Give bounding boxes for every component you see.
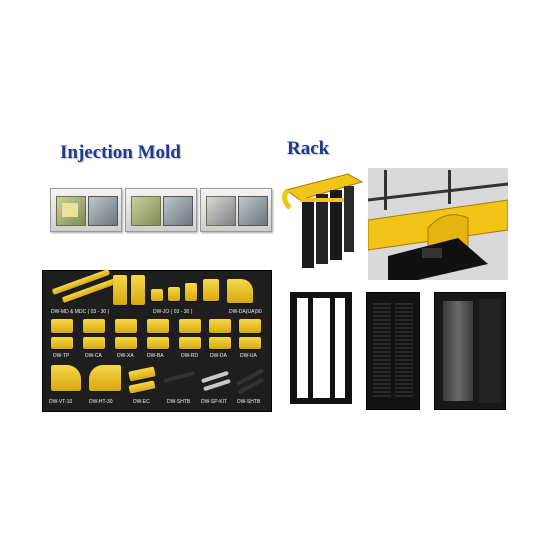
riser-part [179,319,201,333]
fiber-duct-parts-photo: DW-MD & MDC ( 03 - 30 ) DW-JO ( 03 - 30 … [42,268,272,412]
part-label: DW-TP [53,353,70,359]
overhead-duct-photo [368,168,508,280]
mold-photo-3 [200,188,272,232]
open-frame-rack-photo [290,292,352,404]
duct-channel-part [131,275,145,305]
joiner-part [185,283,197,301]
part-label: DW-SHTB [167,399,191,405]
mold-photo-1 [50,188,122,232]
joiner-part [151,289,163,301]
part-label: DW-CA [85,353,102,359]
joiner-part [203,279,219,301]
part-label: DW-SHTB [237,399,261,405]
horizontal-tee-part [89,365,121,391]
bracket-part [163,370,195,384]
end-cap-part [128,380,156,394]
cross-part [83,319,105,333]
riser-part [209,337,231,349]
riser-part [239,337,261,349]
part-label: DW-XA [117,353,134,359]
part-label: DW-DA [210,353,227,359]
riser-part [239,319,261,333]
bend-part [147,337,169,349]
part-label: DW-UA [240,353,257,359]
part-label: DW-HT-30 [89,399,113,405]
rack-heading: Rack [287,138,330,159]
part-label: DW-RD [181,353,199,359]
cross-part [83,337,105,349]
joiner-part [168,287,180,301]
vertical-tee-part [51,365,81,391]
tee-part [51,337,73,349]
part-label: DW-MD & MDC ( 03 - 30 ) [51,309,110,315]
part-label: DW-DA(UA)90 [229,309,262,315]
injection-mold-heading: Injection Mold [60,142,181,163]
mold-photo-2 [125,188,197,232]
cross-part [115,319,137,333]
bend-part [147,319,169,333]
glass-door-cabinet-photo [434,292,506,410]
part-label: DW-EC [133,399,150,405]
riser-part [179,337,201,349]
elbow-part [227,279,253,303]
part-label: DW-VT-10 [49,399,73,405]
riser-part [209,319,231,333]
part-label: DW-BA [147,353,164,359]
rack-cable-manager-photo [282,173,364,268]
part-label: DW-JO ( 03 - 30 ) [153,309,193,315]
part-label: DW-SP-KIT [201,399,228,405]
tee-part [51,319,73,333]
duct-channel-part [113,275,127,305]
end-cap-part [128,366,156,382]
cross-part [115,337,137,349]
server-cabinet-photo [366,292,420,410]
